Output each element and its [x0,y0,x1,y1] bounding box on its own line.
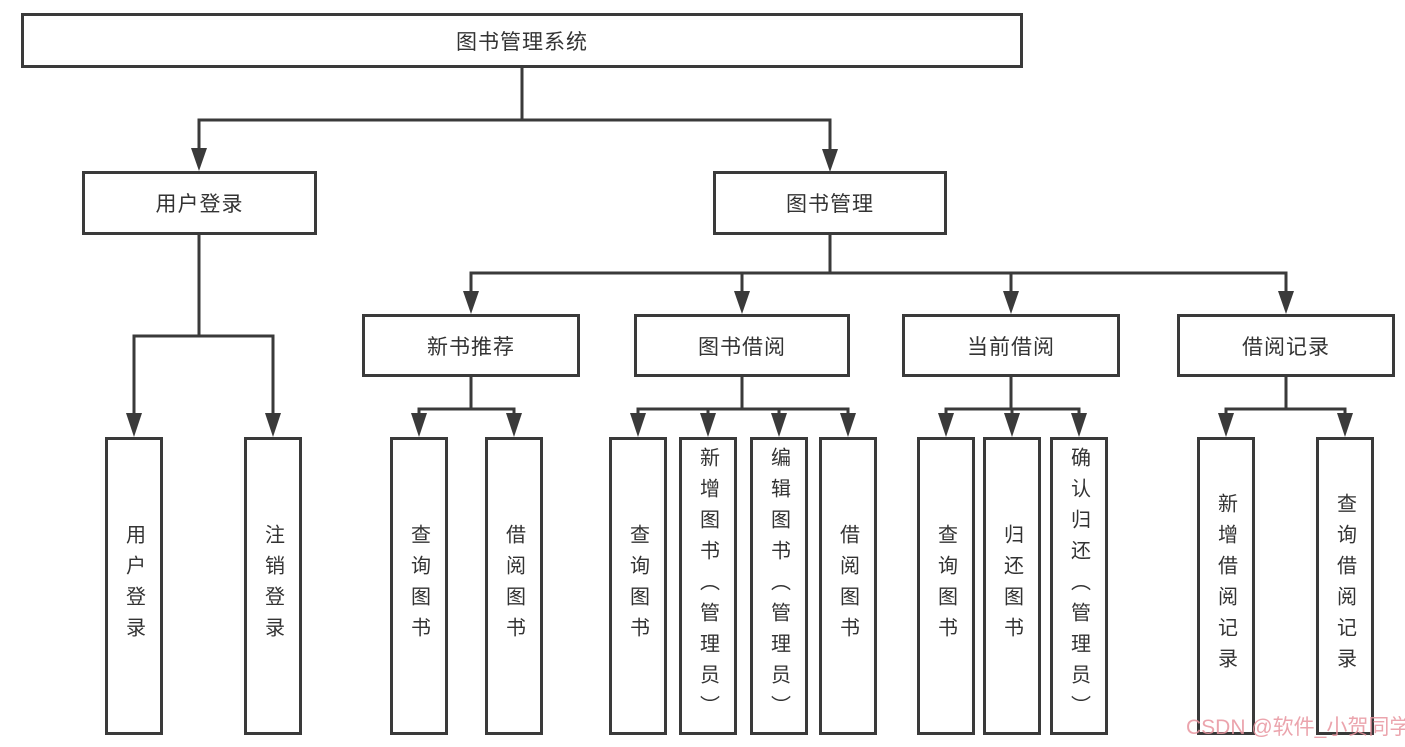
node-borrowing-records: 借阅记录 [1177,314,1395,377]
leaf-query-borrow-record: 查询借阅记录 [1316,437,1374,735]
leaf-confirm-return-admin: 确认归还（管理员） [1050,437,1108,735]
leaf-return-books: 归还图书 [983,437,1041,735]
leaf-query-books-borrow-label: 查询图书 [626,524,649,648]
leaf-user-login-label: 用户登录 [122,524,145,648]
node-book-borrowing: 图书借阅 [634,314,850,377]
leaf-borrow-books-label: 借阅图书 [836,524,859,648]
leaf-query-books-recommend: 查询图书 [390,437,448,735]
node-current-borrowing-label: 当前借阅 [967,335,1055,359]
leaf-query-books-borrow: 查询图书 [609,437,667,735]
leaf-logout: 注销登录 [244,437,302,735]
leaf-edit-books-admin: 编辑图书（管理员） [750,437,808,735]
leaf-add-books-admin-label: 新增图书（管理员） [696,446,719,726]
leaf-return-books-label: 归还图书 [1000,524,1023,648]
leaf-borrow-books-recommend-label: 借阅图书 [502,524,525,648]
leaf-query-books-recommend-label: 查询图书 [407,524,430,648]
csdn-watermark: CSDN @软件_小贺同学 [1186,716,1405,739]
node-current-borrowing: 当前借阅 [902,314,1120,377]
leaf-borrow-books-recommend: 借阅图书 [485,437,543,735]
node-root-system: 图书管理系统 [21,13,1023,68]
leaf-borrow-books: 借阅图书 [819,437,877,735]
node-root-label: 图书管理系统 [456,30,588,54]
node-book-management: 图书管理 [713,171,947,235]
leaf-query-books-current: 查询图书 [917,437,975,735]
leaf-confirm-return-admin-label: 确认归还（管理员） [1067,446,1090,726]
leaf-query-borrow-record-label: 查询借阅记录 [1333,493,1356,679]
leaf-add-borrow-record: 新增借阅记录 [1197,437,1255,735]
node-borrowing-records-label: 借阅记录 [1242,335,1330,359]
node-user-login-label: 用户登录 [155,193,244,216]
node-book-borrowing-label: 图书借阅 [698,335,786,359]
node-new-book-recommend-label: 新书推荐 [427,335,515,359]
leaf-edit-books-admin-label: 编辑图书（管理员） [767,446,790,726]
node-user-login: 用户登录 [82,171,317,235]
leaf-logout-label: 注销登录 [261,524,284,648]
node-new-book-recommend: 新书推荐 [362,314,580,377]
node-book-management-label: 图书管理 [786,193,874,216]
leaf-add-books-admin: 新增图书（管理员） [679,437,737,735]
leaf-query-books-current-label: 查询图书 [934,524,957,648]
leaf-add-borrow-record-label: 新增借阅记录 [1214,493,1237,679]
leaf-user-login: 用户登录 [105,437,163,735]
